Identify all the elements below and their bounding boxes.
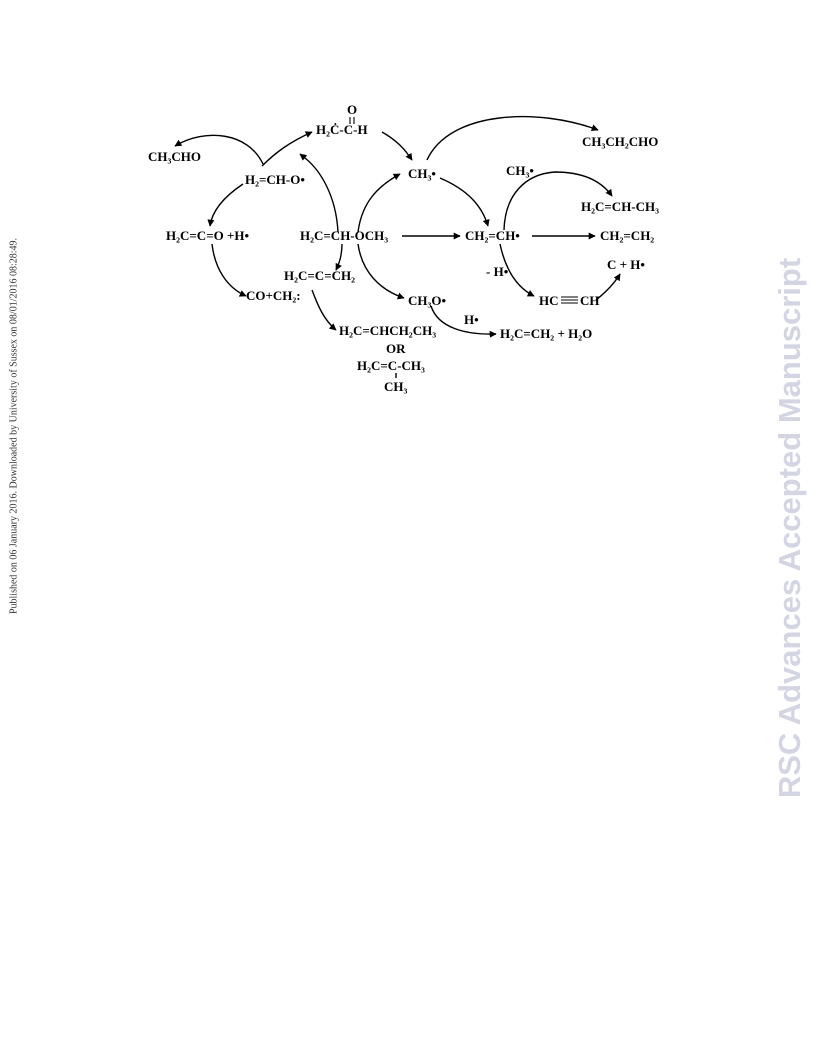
acetylene-label: HC xyxy=(539,293,559,308)
arrow-ether-to-allene xyxy=(335,243,343,271)
acetylene-triple-bond xyxy=(561,296,578,304)
vinyloxy-radical-label: H₂=CH-O• xyxy=(245,172,305,187)
carbonyl-oxygen-label: O xyxy=(347,102,357,117)
hydrogen-loss-label: - H• xyxy=(486,264,509,279)
arrow-ketene-to-co-methylene xyxy=(211,243,247,297)
methyl-vinyl-ether-label: H₂C=CH-OCH₃ xyxy=(300,228,388,243)
arrow-acetylene-to-carbon xyxy=(595,273,621,301)
methyl-radical-label: CH₃• xyxy=(408,166,436,181)
arrow-vinyl-to-propene xyxy=(503,171,613,231)
methyl-radical-label-2: CH₃• xyxy=(506,163,534,178)
ketene-label: H₂C=C=O +H• xyxy=(166,228,249,243)
propanal-label: CH₃CH₂CHO xyxy=(582,134,658,149)
arrow-ether-to-methyl xyxy=(357,173,401,233)
arrow-methyl-to-vinyl xyxy=(439,177,490,227)
arrow-co-methylene-to-butene xyxy=(311,289,337,331)
ethylene-label: CH₂=CH₂ xyxy=(600,228,654,243)
acetaldehyde-label: CH₃CHO xyxy=(148,149,201,164)
ethylene-water-label: H₂C=CH₂ + H₂O xyxy=(500,326,592,341)
butene-label: H₂C=CHCH₂CH₃ xyxy=(339,323,436,338)
arrow-methyl-to-propanal xyxy=(426,115,599,161)
arrow-vinyloxy-to-propanal-radical xyxy=(261,131,313,167)
arrow-vinyl-to-acetylene xyxy=(499,243,535,297)
propanal-radical-label: H₂Ċ-C-H xyxy=(316,122,368,137)
vinyl-radical-label: CH₂=CH• xyxy=(465,228,520,243)
arrow-vinyloxy-to-ketene xyxy=(207,183,244,227)
allene-label: H₂C=C=CH₂ xyxy=(284,268,355,283)
arrow-ether-to-methoxy xyxy=(357,243,405,300)
isobutene-methyl-label: CH₃ xyxy=(384,379,408,394)
arrow-methoxy-to-ethylene-water xyxy=(430,305,497,338)
co-methylene-label: CO+CH₂: xyxy=(246,288,301,303)
hydrogen-radical-label: H• xyxy=(464,312,479,327)
isobutene-label: H₂C=C-CH₃ xyxy=(357,358,425,373)
carbonyl-double-bond xyxy=(349,117,355,124)
arrow-ether-to-vinyloxy xyxy=(299,153,339,233)
arrow-vinyloxy-to-acetaldehyde xyxy=(174,134,264,165)
acetylene-ch-label: CH xyxy=(580,293,600,308)
or-label: OR xyxy=(386,341,406,356)
methoxy-radical-label: CH₃O• xyxy=(408,293,447,308)
propene-label: H₂C=CH-CH₃ xyxy=(581,199,659,214)
carbon-hydrogen-label: C + H• xyxy=(607,257,645,272)
arrow-propanal-radical-to-methyl xyxy=(381,131,413,161)
